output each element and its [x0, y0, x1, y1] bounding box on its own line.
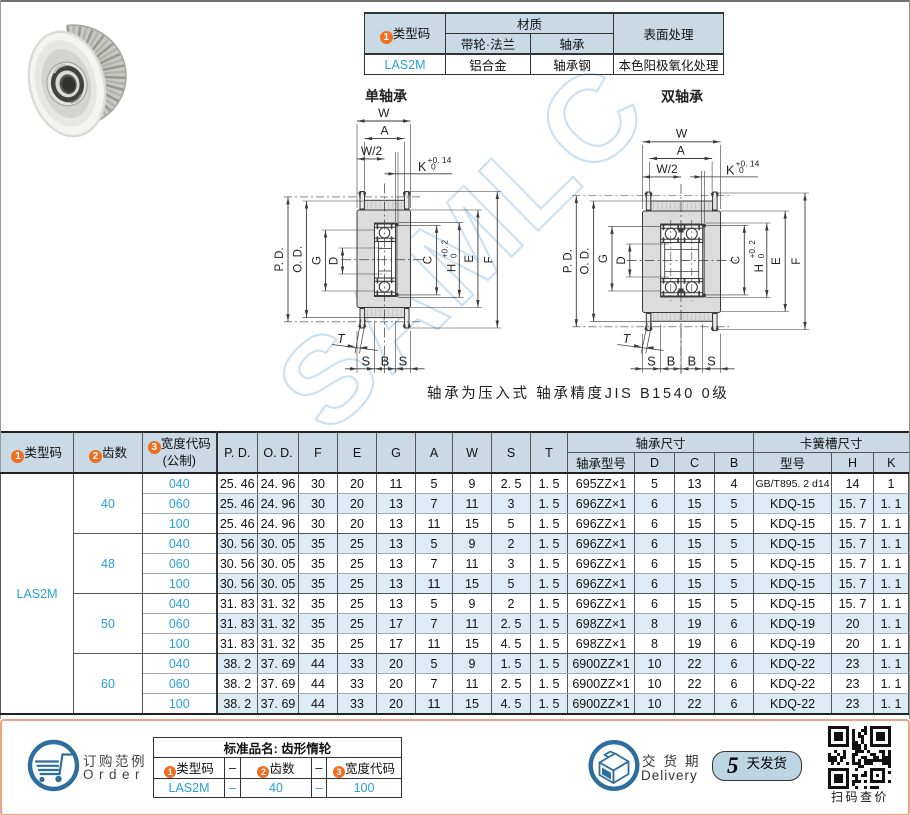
svg-text:P. D.: P. D.: [562, 249, 574, 273]
svg-text:K: K: [418, 160, 427, 174]
svg-text:0: 0: [431, 162, 436, 172]
svg-text:双轴承: 双轴承: [661, 89, 703, 105]
svg-text:A: A: [380, 124, 388, 138]
svg-text:K: K: [726, 164, 735, 178]
svg-text:P. D.: P. D.: [274, 247, 286, 271]
svg-text:S: S: [707, 353, 716, 368]
svg-text:0: 0: [449, 253, 458, 258]
svg-text:C: C: [423, 256, 435, 264]
svg-text:+0. 14: +0. 14: [736, 159, 760, 169]
svg-text:G: G: [312, 256, 324, 265]
svg-text:B: B: [687, 353, 696, 368]
svg-text:B: B: [667, 353, 676, 368]
svg-text:B: B: [381, 353, 390, 368]
svg-text:轴承为压入式 轴承精度JIS B1540 0级: 轴承为压入式 轴承精度JIS B1540 0级: [427, 385, 729, 402]
svg-text:SAMLC: SAMLC: [251, 37, 673, 430]
svg-text:C: C: [730, 256, 742, 264]
svg-text:D: D: [329, 257, 341, 265]
svg-text:+0. 14: +0. 14: [428, 155, 452, 165]
svg-text:G: G: [598, 254, 610, 263]
svg-text:W: W: [378, 106, 390, 120]
svg-text:F: F: [791, 258, 803, 265]
svg-text:A: A: [677, 144, 685, 158]
svg-text:H: H: [754, 264, 766, 272]
svg-text:D: D: [616, 256, 628, 264]
svg-text:W: W: [676, 127, 688, 141]
svg-text:E: E: [464, 255, 476, 263]
svg-text:W/2: W/2: [656, 162, 678, 176]
svg-text:F: F: [483, 256, 495, 263]
svg-text:S: S: [647, 353, 656, 368]
svg-text:T: T: [623, 332, 632, 346]
svg-text:H: H: [446, 264, 458, 272]
svg-text:0: 0: [757, 253, 766, 258]
svg-text:T: T: [337, 332, 346, 346]
svg-text:W/2: W/2: [361, 144, 383, 158]
svg-text:O. D.: O. D.: [580, 248, 592, 275]
svg-text:E: E: [771, 257, 783, 265]
svg-text:S: S: [399, 353, 408, 368]
svg-text:S: S: [361, 353, 370, 368]
svg-text:O. D.: O. D.: [293, 246, 305, 273]
svg-text:+0. 2: +0. 2: [440, 239, 449, 258]
svg-text:+0. 2: +0. 2: [748, 240, 757, 259]
svg-text:单轴承: 单轴承: [365, 88, 407, 104]
svg-text:0: 0: [739, 165, 744, 175]
